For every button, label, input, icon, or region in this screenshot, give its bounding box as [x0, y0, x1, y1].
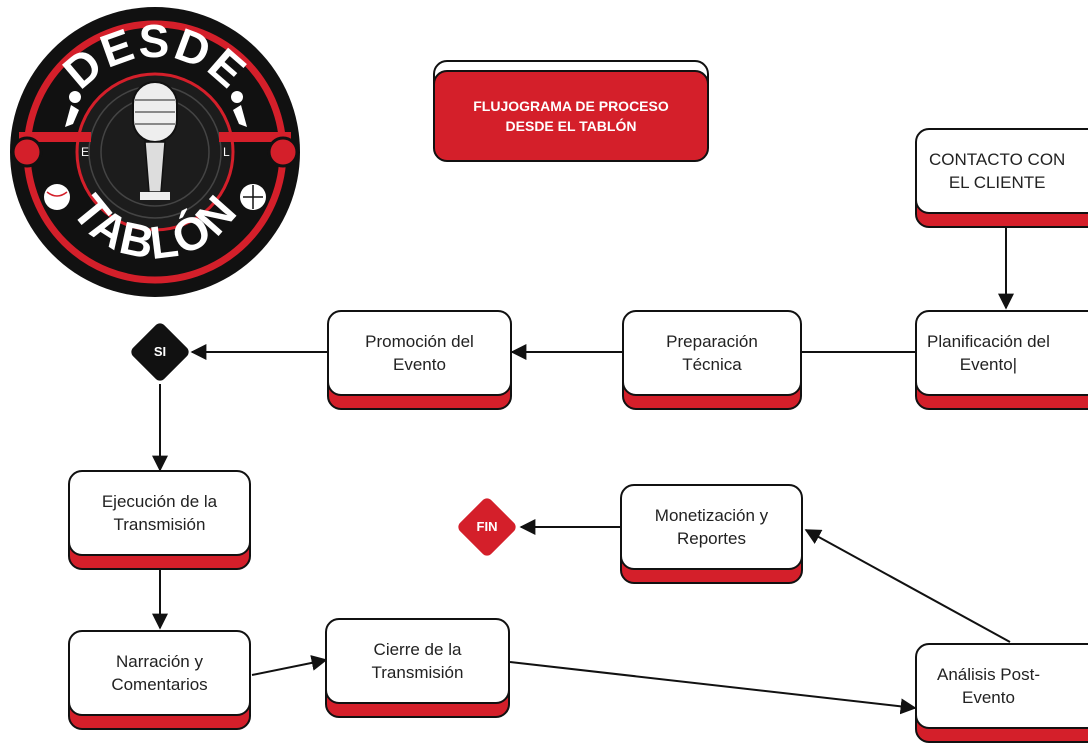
node-label: Planificación del — [927, 332, 1050, 351]
node-monetizacion-reportes: Monetización y Reportes — [620, 484, 803, 584]
node-label: Comentarios — [111, 675, 208, 694]
arrow-narracion-to-cierre — [251, 655, 328, 676]
node-planificacion-evento: Planificación del Evento| — [915, 310, 1088, 410]
node-label: Narración y — [116, 652, 203, 671]
node-label: Promoción del — [365, 332, 474, 351]
node-label: Monetización y — [654, 506, 769, 525]
node-label: CONTACTO CON — [929, 150, 1066, 169]
node-label: Evento| — [959, 355, 1018, 374]
node-ejecucion-transmision: Ejecución de la Transmisión — [68, 470, 251, 570]
node-label: Análisis Post- — [937, 665, 1040, 684]
decision-si-label: SI — [153, 344, 167, 359]
node-label: Transmisión — [371, 663, 464, 682]
node-narracion-comentarios: Narración y Comentarios — [68, 630, 251, 730]
desde-el-tablon-logo: DESDE TABLÓN E L — [10, 7, 300, 297]
logo-letter-l: L — [223, 145, 230, 159]
node-label: Transmisión — [113, 515, 206, 534]
node-label: Técnica — [682, 355, 742, 374]
node-label: EL CLIENTE — [948, 173, 1046, 192]
node-preparacion-tecnica: Preparación Técnica — [622, 310, 802, 410]
arrow-analisis-to-monetizacion — [804, 529, 1011, 643]
node-contacto-cliente: CONTACTO CON EL CLIENTE — [915, 128, 1088, 228]
node-label: Evento — [393, 355, 446, 374]
flowchart-title: FLUJOGRAMA DE PROCESO DESDE EL TABLÓN — [433, 60, 709, 162]
node-label: Evento — [962, 688, 1015, 707]
arrow-cierre-to-analisis — [509, 661, 917, 715]
node-label: Ejecución de la — [101, 492, 218, 511]
node-label: Reportes — [677, 529, 746, 548]
node-label: Cierre de la — [373, 640, 462, 659]
node-label: Preparación — [666, 332, 758, 351]
node-analisis-post-evento: Análisis Post- Evento — [915, 643, 1088, 743]
title-line-1: FLUJOGRAMA DE PROCESO — [473, 98, 669, 114]
logo-letter-e: E — [81, 145, 89, 159]
title-line-2: DESDE EL TABLÓN — [505, 118, 637, 134]
node-cierre-transmision: Cierre de la Transmisión — [325, 618, 510, 718]
decision-fin-label: FIN — [476, 519, 498, 534]
node-promocion-evento: Promoción del Evento — [327, 310, 512, 410]
